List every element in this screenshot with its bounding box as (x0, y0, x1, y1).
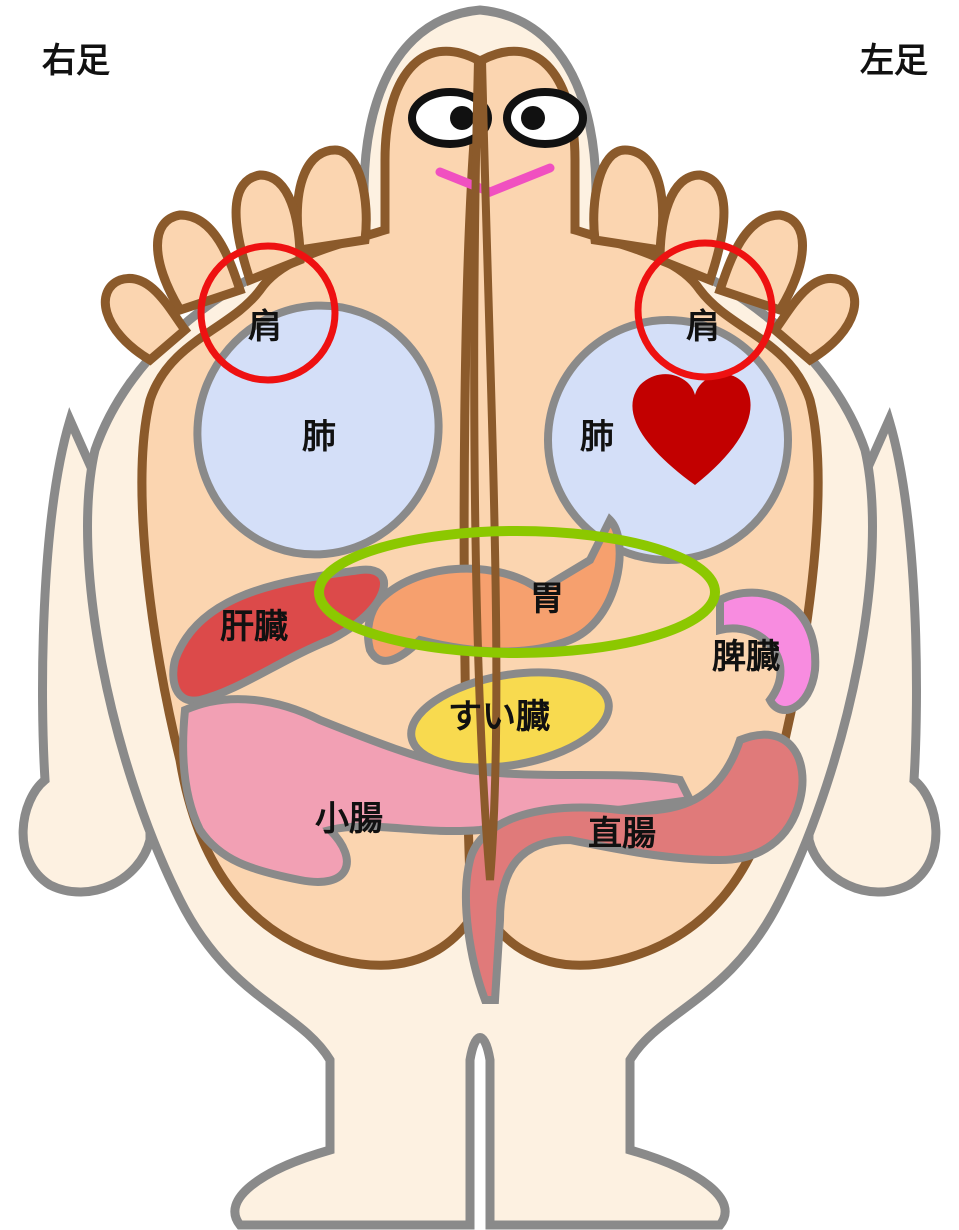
spleen-label: 脾臓 (712, 637, 780, 677)
right-shoulder-label: 肩 (248, 307, 282, 347)
right-toe-2 (236, 175, 300, 280)
left-toe-3 (720, 215, 803, 310)
left-shoulder-label: 肩 (686, 307, 720, 347)
left-foot-label: 左足 (860, 41, 928, 81)
stomach-label: 胃 (530, 579, 564, 619)
right-foot-label: 右足 (42, 41, 110, 81)
liver-label: 肝臓 (220, 607, 288, 647)
right-pupil (450, 106, 474, 130)
right-lung-label: 肺 (302, 417, 336, 457)
left-toe-2 (660, 175, 724, 280)
right-toe-1 (297, 150, 366, 250)
left-pupil (521, 106, 545, 130)
left-lung-label: 肺 (580, 417, 614, 457)
small-intestine-label: 小腸 (315, 799, 383, 839)
left-toe-1 (594, 150, 663, 250)
pancreas-label: すい臓 (448, 697, 550, 737)
rectum-label: 直腸 (588, 814, 656, 854)
